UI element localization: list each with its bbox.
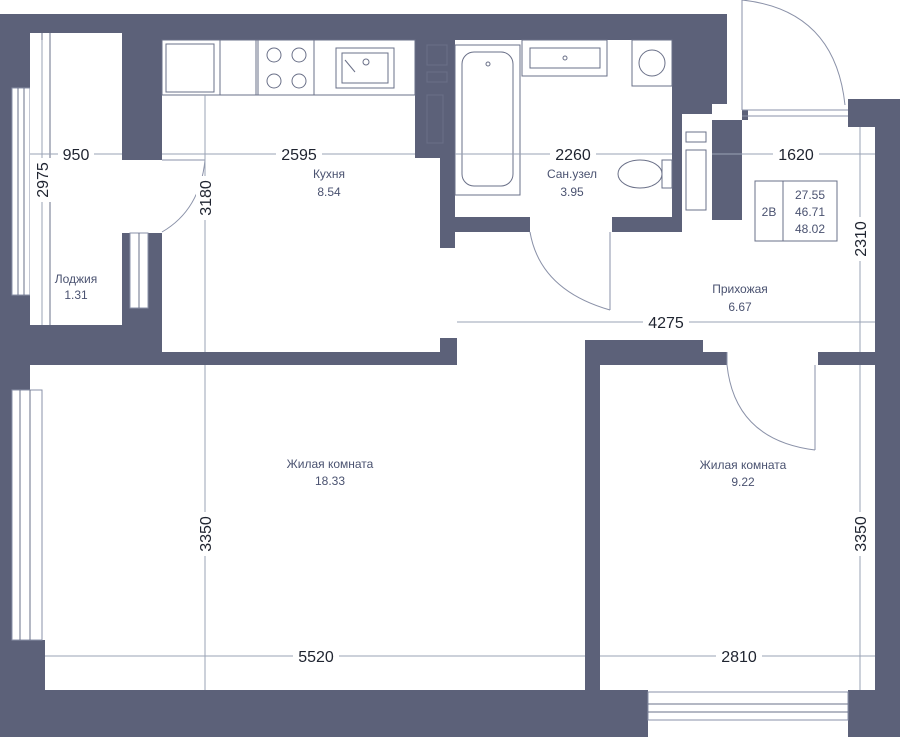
dim-kitchen-height: 3180 bbox=[198, 180, 215, 216]
washing-machine-icon bbox=[631, 39, 673, 87]
doors bbox=[161, 0, 848, 451]
room-name-living-small: Жилая комната bbox=[700, 458, 787, 472]
wall-bath-bottom-b bbox=[612, 217, 682, 232]
room-area-living-small: 9.22 bbox=[731, 475, 755, 489]
dim-kitchen-width: 2595 bbox=[281, 147, 317, 164]
room-area-loggia: 1.31 bbox=[64, 288, 88, 302]
wall-entry-jamb bbox=[742, 110, 748, 120]
wall-top-right-block bbox=[682, 14, 727, 104]
legend-type: 2В bbox=[762, 205, 777, 219]
wall-top bbox=[130, 14, 727, 40]
legend-total-area: 46.71 bbox=[795, 205, 825, 219]
window-loggia bbox=[11, 87, 31, 296]
door-entrance bbox=[741, 0, 846, 106]
window-living-large bbox=[11, 389, 43, 641]
wall-kitchen-living bbox=[162, 352, 457, 365]
wall-right-outer bbox=[875, 99, 900, 737]
wall-kitchen-bath bbox=[415, 40, 455, 158]
wall-stub bbox=[440, 338, 457, 365]
stove-icon bbox=[257, 39, 315, 96]
dim-loggia-height: 2975 bbox=[35, 162, 52, 198]
shaft-icon bbox=[426, 44, 448, 66]
dim-living-small-height: 3350 bbox=[853, 516, 870, 552]
dim-bath-width: 2260 bbox=[555, 147, 591, 164]
dim-entry-width: 1620 bbox=[778, 147, 814, 164]
sink-icon bbox=[335, 47, 395, 89]
wall-bath-right bbox=[672, 40, 682, 230]
room-name-kitchen: Кухня bbox=[313, 167, 345, 181]
wall-small-top-b bbox=[703, 352, 727, 365]
legend-total-area-with-loggia: 48.02 bbox=[795, 222, 825, 236]
bathroom-fixtures bbox=[426, 39, 707, 211]
area-legend: 2В 27.55 46.71 48.02 bbox=[754, 180, 838, 242]
wall-bottom-left bbox=[0, 690, 648, 737]
legend-living-area: 27.55 bbox=[795, 188, 825, 202]
window-living-small bbox=[647, 691, 849, 721]
washbasin-icon bbox=[521, 39, 608, 77]
door-kitchen-loggia bbox=[161, 159, 206, 233]
room-labels: Кухня 8.54 Сан.узел 3.95 Лоджия 1.31 При… bbox=[55, 167, 787, 489]
wall-entry-left bbox=[712, 120, 742, 220]
door-living-small bbox=[726, 364, 816, 451]
room-area-kitchen: 8.54 bbox=[317, 185, 341, 199]
wall-bottom-left-corner bbox=[0, 640, 45, 737]
wall-loggia-top bbox=[0, 14, 130, 33]
room-name-loggia: Лоджия bbox=[55, 272, 98, 286]
wall-shaft-bottom bbox=[682, 104, 712, 114]
wall-bath-bottom-a bbox=[455, 217, 530, 232]
wall-rooms-partition bbox=[585, 340, 600, 737]
room-name-living-large: Жилая комната bbox=[287, 457, 374, 471]
room-area-hallway: 6.67 bbox=[728, 300, 752, 314]
dim-living-small-width: 2810 bbox=[721, 649, 757, 666]
wall-small-top-c bbox=[818, 352, 875, 365]
wall-bottom-right bbox=[848, 690, 900, 737]
windows bbox=[11, 87, 849, 721]
dim-living-large-height: 3350 bbox=[198, 516, 215, 552]
dim-hall-length: 4275 bbox=[648, 315, 684, 332]
kitchen-fixtures bbox=[161, 39, 416, 96]
room-area-bathroom: 3.95 bbox=[560, 185, 584, 199]
fridge-icon bbox=[165, 43, 215, 93]
dimension-labels: 950 2975 2595 3180 2260 1620 2310 4275 3… bbox=[32, 144, 870, 666]
wall-bath-lower-left bbox=[440, 158, 455, 248]
bathtub-icon bbox=[454, 44, 521, 196]
room-name-bathroom: Сан.узел bbox=[547, 167, 597, 181]
dim-entry-height: 2310 bbox=[853, 221, 870, 257]
room-area-living-large: 18.33 bbox=[315, 474, 345, 488]
door-bathroom bbox=[529, 231, 611, 311]
room-name-hallway: Прихожая bbox=[712, 282, 768, 296]
dim-living-large-width: 5520 bbox=[298, 649, 334, 666]
wall-small-top-a bbox=[585, 340, 703, 365]
toilet-icon bbox=[617, 159, 663, 189]
dim-loggia-width: 950 bbox=[63, 147, 90, 164]
